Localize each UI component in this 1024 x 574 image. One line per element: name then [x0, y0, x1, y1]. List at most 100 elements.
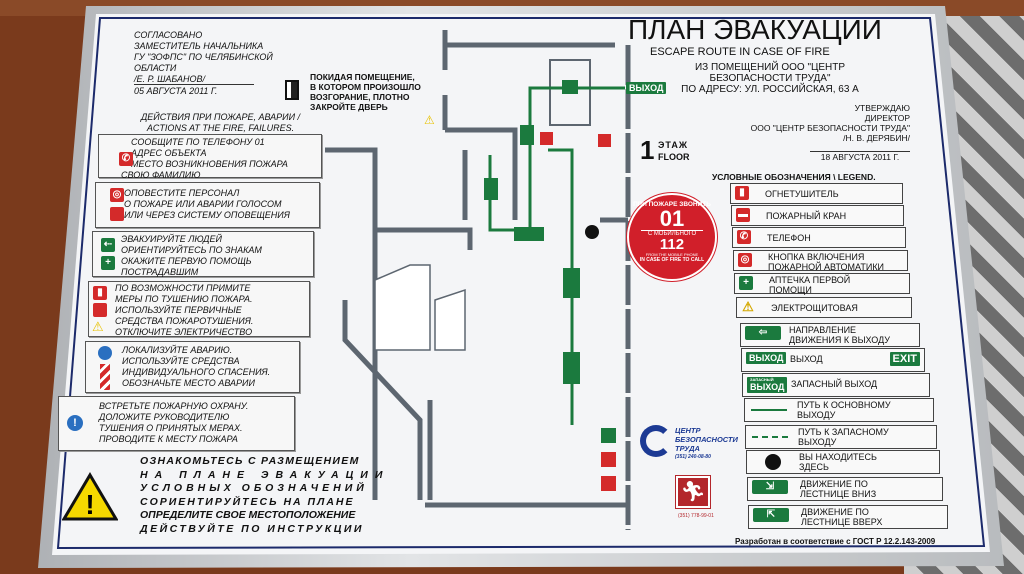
approval-right-line: /Н. В. ДЕРЯБИН/ — [843, 133, 910, 143]
you-are-here-icon — [765, 454, 781, 470]
stairs-up-icon: ⇱ — [753, 508, 789, 522]
page-subtitle: ESCAPE ROUTE IN CASE OF FIRE — [650, 46, 830, 58]
electrical-warning-icon: ⚠ — [424, 113, 435, 127]
legend-item-phone: ✆ ТЕЛЕФОН — [732, 227, 906, 248]
action-line: ПОСТРАДАВШИМ — [121, 267, 199, 277]
badge-mobile-label: С МОБИЛЬНОГО — [641, 230, 703, 237]
plan-exit-sign: ВЫХОД — [626, 82, 667, 94]
action-line: ОПОВЕСТИТЕ ПЕРСОНАЛ — [124, 188, 240, 198]
legend-label-line: ПОЖАРНЫЙ КРАН — [766, 211, 847, 221]
actions-heading: ДЕЙСТВИЯ ПРИ ПОЖАРЕ, АВАРИИ / ACTIONS AT… — [118, 112, 323, 134]
logo-phone: (351) 240-08-80 — [675, 454, 711, 460]
phone-icon: ✆ — [737, 230, 751, 244]
floor-label-ru: ЭТАЖ — [658, 140, 688, 150]
fire-hydrant-icon — [93, 303, 107, 317]
legend-label: ТЕЛЕФОН — [767, 233, 811, 243]
action-line: АДРЕС ОБЪЕКТА — [131, 148, 207, 158]
exit-phone: (351) 778-99-01 — [678, 513, 714, 519]
legend-label-line: ПОМОЩИ — [769, 285, 812, 295]
action-line: СРЕДСТВА ПОЖАРОТУШЕНИЯ. — [115, 316, 254, 326]
action-line: ПРОВОДИТЕ К МЕСТУ ПОЖАРА — [99, 434, 238, 444]
badge-bottom-text: IN CASE OF FIRE TO CALL — [639, 257, 705, 263]
header-line: ИЗ ПОМЕЩЕНИЙ ООО "ЦЕНТР — [694, 62, 846, 73]
first-aid-icon: + — [101, 256, 115, 270]
action-line: ИСПОЛЬЗУЙТЕ ПЕРВИЧНЫЕ — [115, 305, 242, 315]
hazard-stripes-icon — [100, 364, 110, 390]
legend-label-line: ЭЛЕКТРОЩИТОВАЯ — [771, 303, 858, 313]
instruction-line: ОПРЕДЕЛИТЕ СВОЕ МЕСТОПОЛОЖЕНИЕ — [140, 509, 356, 521]
action-line: МЕРЫ ПО ТУШЕНИЮ ПОЖАРА. — [115, 294, 253, 304]
approval-left: СОГЛАСОВАНО ЗАМЕСТИТЕЛЬ НАЧАЛЬНИКА ГУ "З… — [134, 30, 273, 85]
legend-label: ЗАПАСНЫЙ ВЫХОД — [791, 379, 877, 389]
action-box-notify: ◎ ОПОВЕСТИТЕ ПЕРСОНАЛ О ПОЖАРЕ ИЛИ АВАРИ… — [95, 182, 320, 228]
legend-label: ЭЛЕКТРОЩИТОВАЯ — [771, 303, 858, 313]
exit-direction-icon: ⇦ — [745, 326, 781, 340]
spare-route-arrow-icon — [752, 436, 788, 438]
warning-triangle-icon: ! — [62, 472, 118, 521]
door-notice: ПОКИДАЯ ПОМЕЩЕНИЕ, В КОТОРОМ ПРОИЗОШЛО В… — [310, 72, 421, 112]
badge-label: ВЫХОД — [749, 353, 784, 363]
legend-label-line: АПТЕЧКА ПЕРВОЙ — [769, 275, 851, 285]
legend-item-electrical: ⚠ ЭЛЕКТРОЩИТОВАЯ — [736, 297, 912, 318]
legend-label-line: ДВИЖЕНИЕ ПО — [801, 507, 869, 517]
legend-label-line: ДВИЖЕНИЕ ПО — [800, 479, 868, 489]
page-title: ПЛАН ЭВАКУАЦИИ — [628, 14, 882, 45]
emergency-call-badge: ПРИ ПОЖАРЕ ЗВОНИТЬ 01 С МОБИЛЬНОГО 112 F… — [627, 193, 717, 281]
approval-left-line: ГУ "ЗОФПС" ПО ЧЕЛЯБИНСКОЙ — [134, 52, 273, 62]
legend-label-line: ВЫ НАХОДИТЕСЬ — [799, 452, 877, 462]
legend-label-line: ОГНЕТУШИТЕЛЬ — [765, 189, 839, 199]
approval-right-line: УТВЕРЖДАЮ — [854, 103, 910, 113]
door-icon — [285, 80, 299, 100]
exit-en-badge: EXIT — [889, 352, 920, 366]
electrical-warning-icon: ⚠ — [92, 319, 104, 334]
legend-label-line: ЗДЕСЬ — [799, 462, 829, 472]
legend-label: ОГНЕТУШИТЕЛЬ — [765, 189, 839, 199]
legend-label-line: ПУТЬ К ЗАПАСНОМУ — [798, 427, 889, 437]
legend-label-line: ТЕЛЕФОН — [767, 233, 811, 243]
logo-line: БЕЗОПАСНОСТИ — [675, 435, 738, 444]
badge-inner-ring-text: FROM THE MOBILE PHONE — [645, 252, 699, 257]
protective-mask-icon — [98, 346, 112, 360]
action-line: МЕСТО ВОЗНИКНОВЕНИЯ ПОЖАРА — [131, 159, 288, 169]
legend-label: ПОЖАРНЫЙ КРАН — [766, 211, 846, 221]
badge-top-text: ПРИ ПОЖАРЕ ЗВОНИТЬ — [633, 201, 711, 208]
company-logo-text: ЦЕНТР БЕЗОПАСНОСТИ ТРУДА (351) 240-08-80 — [675, 426, 738, 462]
fire-extinguisher-icon: ▮ — [93, 286, 107, 300]
logo-line: ЦЕНТР — [675, 426, 701, 435]
plan-walls — [325, 30, 631, 530]
legend-label-line: ВЫХОД — [790, 354, 823, 364]
actions-heading-en: ACTIONS AT THE FIRE, FAILURES. — [146, 123, 295, 133]
exit-runner-icon: ⇠ — [101, 238, 115, 252]
fire-extinguisher-icon: ▮ — [735, 186, 749, 200]
action-box-evacuate: ⇠ + ЭВАКУИРУЙТЕ ЛЮДЕЙ ОРИЕНТИРУЙТЕСЬ ПО … — [92, 231, 314, 277]
badge-label: ВЫХОД — [750, 382, 785, 392]
exit-sign-icon: ВЫХОД — [746, 352, 787, 364]
approval-left-line: ЗАМЕСТИТЕЛЬ НАЧАЛЬНИКА — [134, 41, 264, 51]
plan-stairs — [374, 264, 466, 351]
door-notice-line: ЗАКРОЙТЕ ДВЕРЬ — [310, 102, 388, 112]
electrical-icon: ⚠ — [742, 299, 754, 314]
legend-item-exit-sign: ВЫХОД ВЫХОД EXIT — [741, 348, 925, 372]
floor-label-en: FLOOR — [658, 152, 690, 162]
legend-item-fire-hydrant: ▬ПОЖАРНЫЙ КРАН — [731, 205, 904, 226]
legend-label: ВЫХОД — [790, 354, 823, 364]
legend-label-line: ЗАПАСНЫЙ ВЫХОД — [791, 379, 878, 389]
action-line: СВОЮ ФАМИЛИЮ — [121, 170, 201, 180]
action-line: ОБОЗНАЧЬТЕ МЕСТО АВАРИИ — [122, 378, 255, 388]
legend-label-line: КНОПКА ВКЛЮЧЕНИЯ — [768, 252, 865, 262]
legend-item-fire-extinguisher: ▮ ОГНЕТУШИТЕЛЬ — [730, 183, 903, 204]
floor-number: 1 — [640, 135, 655, 165]
approval-left-line: СОГЛАСОВАНО — [134, 30, 203, 40]
